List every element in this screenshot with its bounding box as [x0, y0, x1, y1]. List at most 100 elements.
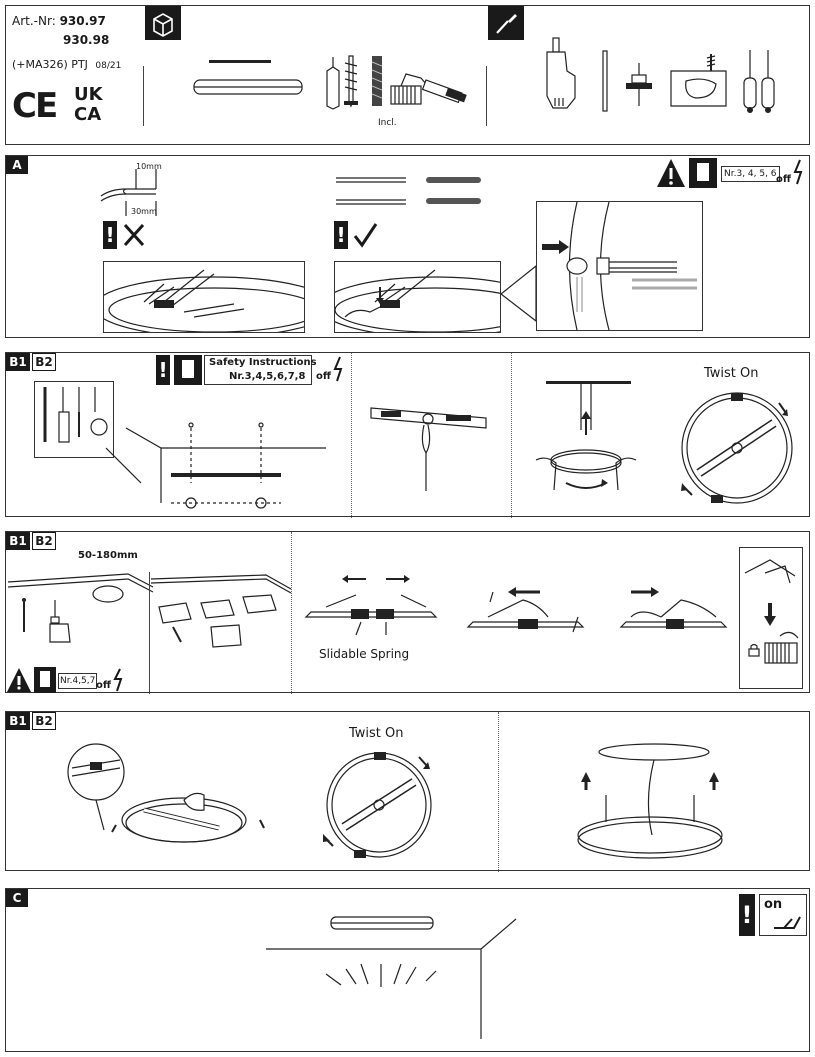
warning-refs: Nr.4,5,7 [58, 673, 98, 689]
strip-length-short: 10mm [136, 162, 162, 171]
ceiling-mounting-illustration [125, 422, 326, 509]
section-c-tag: C [6, 889, 28, 907]
screwdrivers-illustration [743, 50, 775, 113]
cut-range-label: 50-180mm [78, 550, 138, 561]
ring-detail-illustration [67, 743, 265, 843]
tag-b1: B1 [6, 353, 30, 371]
tag-b1: B1 [6, 532, 30, 550]
twist-on-illustration [323, 752, 432, 858]
safety-bar: ! Safety Instructions Nr.3,4,5,6,7,8 off [156, 355, 366, 387]
warning-icon: ! [156, 355, 170, 385]
safety-title: Safety Instructions [209, 357, 317, 368]
power-off-icon [113, 668, 123, 692]
b2-divider-1 [149, 572, 150, 694]
b1-divider-1 [351, 353, 352, 518]
model-text: (+MA326) PTJ [12, 58, 88, 71]
warning-icon [657, 159, 685, 187]
ukca-mark-bottom: CA [74, 104, 102, 125]
tools-inset [34, 381, 114, 458]
anchor-screw-illustration [326, 55, 358, 110]
twist-on-label: Twist On [704, 366, 759, 381]
off-label: off [96, 680, 111, 691]
spring-insert-illustration [466, 587, 585, 633]
on-label: on [764, 897, 783, 912]
spring-bar-illustration [371, 56, 383, 106]
manual-icon [174, 355, 202, 385]
tag-b2: B2 [32, 712, 56, 730]
art-number-2: 930.98 [63, 33, 110, 47]
manual-icon [689, 158, 717, 188]
slidable-spring-illustration [304, 575, 438, 636]
spring-release-illustration [619, 587, 728, 629]
slidable-spring-label: Slidable Spring [319, 647, 410, 661]
ukca-mark-top: UK [74, 84, 103, 105]
box-icon [145, 6, 181, 40]
tag-b2: B2 [32, 532, 56, 550]
twist-on-label: Twist On [349, 726, 404, 741]
connector-illustration [390, 73, 467, 105]
wire-strip-illustration [100, 169, 157, 216]
power-on-group: ! on [739, 894, 809, 938]
lock-inset [739, 547, 803, 689]
ceiling-square-cut-illustration [150, 574, 292, 648]
b2-divider-2 [291, 532, 292, 694]
b1-divider-2 [511, 353, 512, 518]
correct-wiring-box [334, 261, 501, 333]
lock-icon [748, 643, 760, 657]
strip-length-long: 30mm [131, 207, 157, 216]
warning-icon: ! [334, 221, 348, 249]
warning-icon: ! [739, 894, 755, 936]
off-label: off [776, 174, 791, 185]
manual-icon [34, 667, 56, 693]
finished-light-illustration [266, 916, 517, 1039]
wrong-wiring-box [103, 261, 305, 333]
ceiling-cut-illustration [7, 573, 154, 643]
tag-b2: B2 [32, 353, 56, 371]
model-code: (+MA326) PTJ 08/21 [12, 58, 121, 71]
jigsaw-illustration [670, 54, 727, 107]
zoom-pointer [500, 264, 537, 323]
warning-strip: Nr.4,5,7 off [6, 667, 131, 693]
art-number-1: 930.97 [59, 14, 106, 28]
off-label: off [316, 371, 331, 382]
header-panel: Art.-Nr: 930.97 930.98 (+MA326) PTJ 08/2… [5, 5, 810, 145]
header-divider-2 [486, 66, 487, 126]
lamp-illustration [193, 60, 303, 95]
hole-saw-illustration [626, 63, 652, 106]
inset-pointer [105, 447, 142, 484]
b3-divider-1 [498, 712, 499, 872]
screwdriver-icon [488, 6, 524, 40]
ce-mark: CE [12, 86, 58, 126]
warning-icon [7, 668, 31, 692]
section-c-panel: C ! on [5, 888, 810, 1052]
warning-strip: Nr.3, 4, 5, 6 off [656, 158, 806, 190]
safety-box: Safety Instructions Nr.3,4,5,6,7,8 [204, 355, 317, 385]
power-off-icon [793, 159, 803, 185]
connector-detail-box [536, 201, 703, 331]
lift-ring-illustration [535, 381, 637, 491]
art-label: Art.-Nr: 930.97 [12, 14, 106, 28]
twist-on-illustration [681, 392, 793, 504]
safety-refs: Nr.3,4,5,6,7,8 [229, 371, 306, 382]
section-b3-panel: B1 B2 Twist On [5, 711, 810, 872]
mounting-plate-illustration [370, 407, 487, 491]
section-b2-panel: B1 B2 50-180mm Slidable Spring [5, 531, 810, 694]
power-on-icon [774, 916, 801, 929]
wire-sleeve-illustration [336, 177, 481, 205]
on-box: on [759, 894, 807, 936]
art-label-text: Art.-Nr: [12, 14, 56, 28]
installed-light-illustration [577, 743, 723, 859]
power-off-icon [333, 356, 343, 382]
drill-illustration [546, 37, 608, 112]
date-text: 08/21 [95, 61, 122, 71]
section-a-tag: A [6, 156, 28, 174]
section-b1-panel: B1 B2 ! Safety Instructions Nr.3,4,5,6,7… [5, 352, 810, 518]
section-a-panel: A 10mm 30mm ! ! [5, 155, 810, 338]
check-icon [353, 223, 378, 248]
cross-icon [123, 223, 145, 247]
incl-label: Incl. [378, 118, 397, 128]
tag-b1: B1 [6, 712, 30, 730]
warning-icon: ! [103, 221, 117, 249]
header-divider-1 [143, 66, 144, 126]
warning-refs: Nr.3, 4, 5, 6 [721, 166, 780, 182]
